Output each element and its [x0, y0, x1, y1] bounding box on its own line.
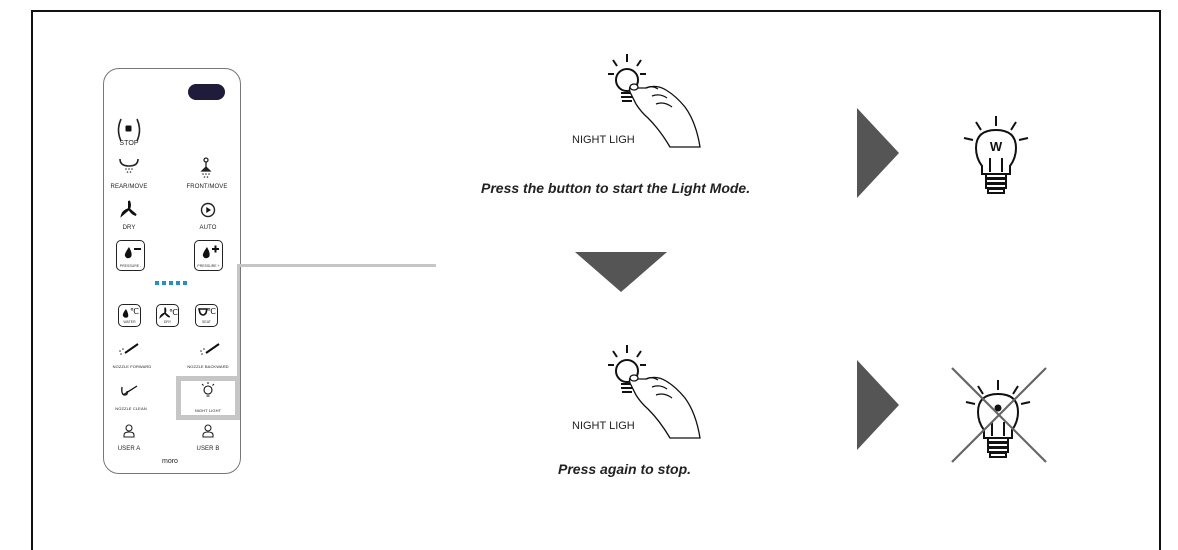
- step1-caption: Press the button to start the Light Mode…: [481, 180, 750, 196]
- user-b-label: USER B: [197, 446, 220, 452]
- stop-label: STOP: [119, 140, 138, 147]
- nozzle-backward-icon[interactable]: [198, 342, 222, 356]
- lamp-on-icon: W: [958, 116, 1038, 198]
- water-label: WATER: [119, 320, 140, 324]
- pressure-plus-label: PRESSURE +: [195, 264, 222, 268]
- pressure-minus-label: PRESSURE -: [117, 264, 144, 268]
- seat-label: SEAT: [196, 320, 217, 324]
- remote-display: [188, 84, 225, 100]
- nozzle-clean-label: NOZZLE CLEAN: [115, 406, 146, 411]
- water-drop-plus-icon: [200, 244, 220, 261]
- user-a-label: USER A: [118, 446, 141, 452]
- nozzle-clean-icon[interactable]: [119, 383, 139, 399]
- highlight-connector: [237, 264, 436, 379]
- rear-move-label: REAR/MOVE: [111, 184, 148, 190]
- arrow-down: [575, 252, 667, 294]
- front-move-label: FRONT/MOVE: [187, 184, 228, 190]
- user-b-icon[interactable]: [202, 424, 214, 438]
- rear-move-icon[interactable]: [117, 157, 141, 175]
- dry-fan-icon[interactable]: [120, 200, 138, 218]
- pressure-minus-button[interactable]: PRESSURE -: [116, 240, 145, 271]
- arrow-right-1: [857, 108, 901, 198]
- dry-temp-unit: ℃: [169, 308, 178, 317]
- seat-temp-unit: ℃: [207, 307, 216, 316]
- brand-logo: moro: [162, 458, 178, 465]
- arrow-right-2: [857, 360, 901, 450]
- step2-caption: Press again to stop.: [558, 461, 691, 477]
- night-light-highlight: [176, 376, 240, 420]
- dry-temp-label: DRY: [157, 320, 178, 324]
- nozzle-forward-label: NOZZLE FORWARD: [113, 364, 152, 369]
- button-label-step2: NIGHT LIGH: [572, 420, 635, 432]
- water-temp-button[interactable]: ℃ WATER: [118, 304, 141, 327]
- front-move-icon[interactable]: [199, 157, 213, 181]
- auto-label: AUTO: [200, 225, 217, 231]
- water-drop-minus-icon: [122, 245, 142, 261]
- seat-temp-button[interactable]: ℃ SEAT: [195, 304, 218, 327]
- lamp-on-mark: W: [990, 139, 1003, 154]
- button-label-step1: NIGHT LIGH: [572, 134, 635, 146]
- nozzle-backward-label: NOZZLE BACKWARD: [187, 364, 228, 369]
- auto-icon[interactable]: [200, 202, 216, 218]
- lamp-off-icon: [950, 366, 1050, 464]
- water-temp-unit: ℃: [130, 307, 139, 316]
- nozzle-forward-icon[interactable]: [117, 342, 141, 356]
- pressure-level-dots: [155, 281, 189, 285]
- user-a-icon[interactable]: [123, 424, 135, 438]
- dry-temp-button[interactable]: ℃ DRY: [156, 304, 179, 327]
- dry-label: DRY: [123, 225, 136, 231]
- pressure-plus-button[interactable]: PRESSURE +: [194, 240, 223, 271]
